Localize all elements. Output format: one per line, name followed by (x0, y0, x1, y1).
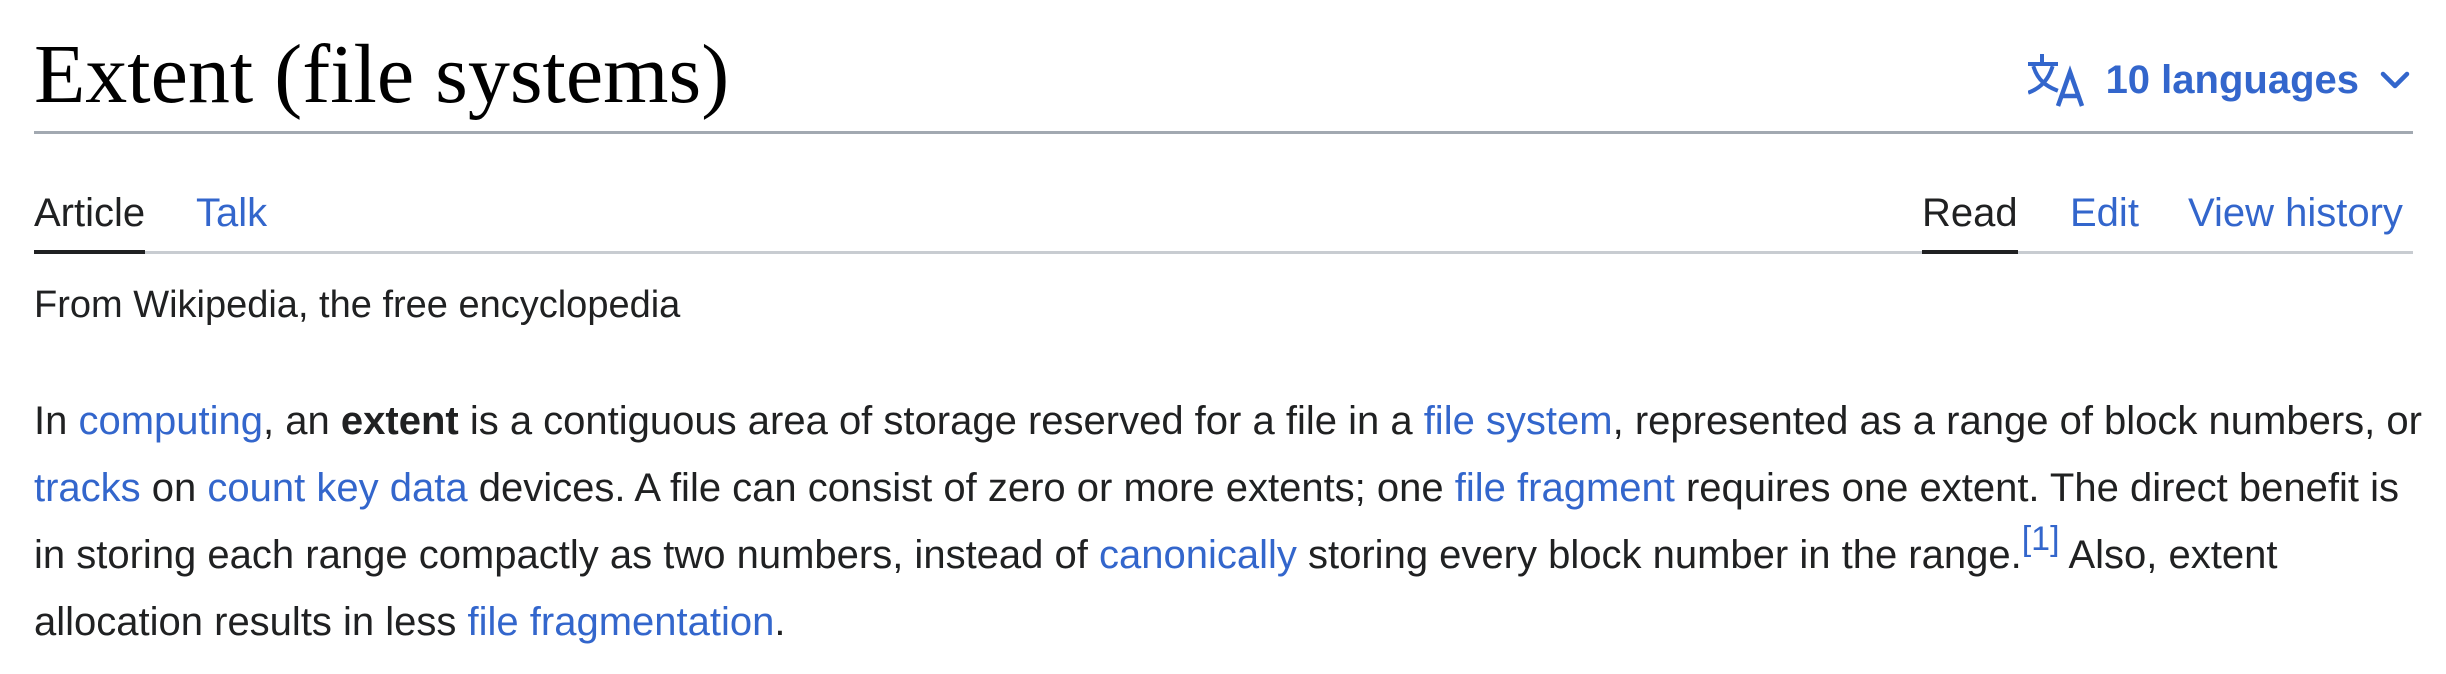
body-text: , an (263, 399, 341, 443)
body-text: requires one extent. The direct benefit … (34, 466, 2399, 577)
page-tabs: Article Talk Read Edit View history (34, 134, 2413, 254)
tab-edit[interactable]: Edit (2070, 191, 2139, 235)
link-tracks[interactable]: tracks (34, 466, 141, 510)
chevron-down-icon (2377, 62, 2413, 98)
body-text: , represented as a range of block number… (1612, 399, 2422, 443)
reference-link-1[interactable]: [1] (2021, 520, 2060, 558)
link-file-fragmentation[interactable]: file fragmentation (467, 600, 775, 644)
translate-icon (2027, 52, 2088, 108)
link-canonically[interactable]: canonically (1099, 533, 1297, 577)
body-text: storing every block number in the range. (1296, 533, 2022, 577)
body-text: devices. A file can consist of zero or m… (467, 466, 1455, 510)
bold-term-extent: extent (340, 399, 459, 443)
body-text: Also, extent allocation results in less (34, 533, 2278, 644)
body-text: is a contiguous area of storage reserved… (458, 399, 1424, 443)
tab-talk[interactable]: Talk (196, 191, 268, 235)
body-text: on (140, 466, 208, 510)
article-intro-paragraph: In computing, an extent is a contiguous … (34, 388, 2424, 656)
page-header: Extent (file systems) (34, 0, 2413, 134)
tab-article[interactable]: Article (34, 188, 146, 254)
article-page: Extent (file systems) (34, 0, 2422, 644)
page-title: Extent (file systems) (34, 28, 730, 121)
body-text: . (774, 600, 786, 644)
tab-view-history[interactable]: View history (2188, 191, 2403, 235)
body-text: In (34, 399, 79, 443)
language-selector-button[interactable]: 10 languages (2027, 52, 2413, 108)
site-tagline: From Wikipedia, the free encyclopedia (34, 284, 681, 326)
tab-read[interactable]: Read (1922, 188, 2018, 254)
link-computing[interactable]: computing (78, 399, 264, 443)
link-file-fragment[interactable]: file fragment (1454, 466, 1675, 510)
reference-superscript: [1] (2022, 521, 2060, 558)
link-count-key-data[interactable]: count key data (207, 466, 468, 510)
language-count-label: 10 languages (2105, 57, 2359, 102)
link-file-system[interactable]: file system (1423, 399, 1613, 443)
